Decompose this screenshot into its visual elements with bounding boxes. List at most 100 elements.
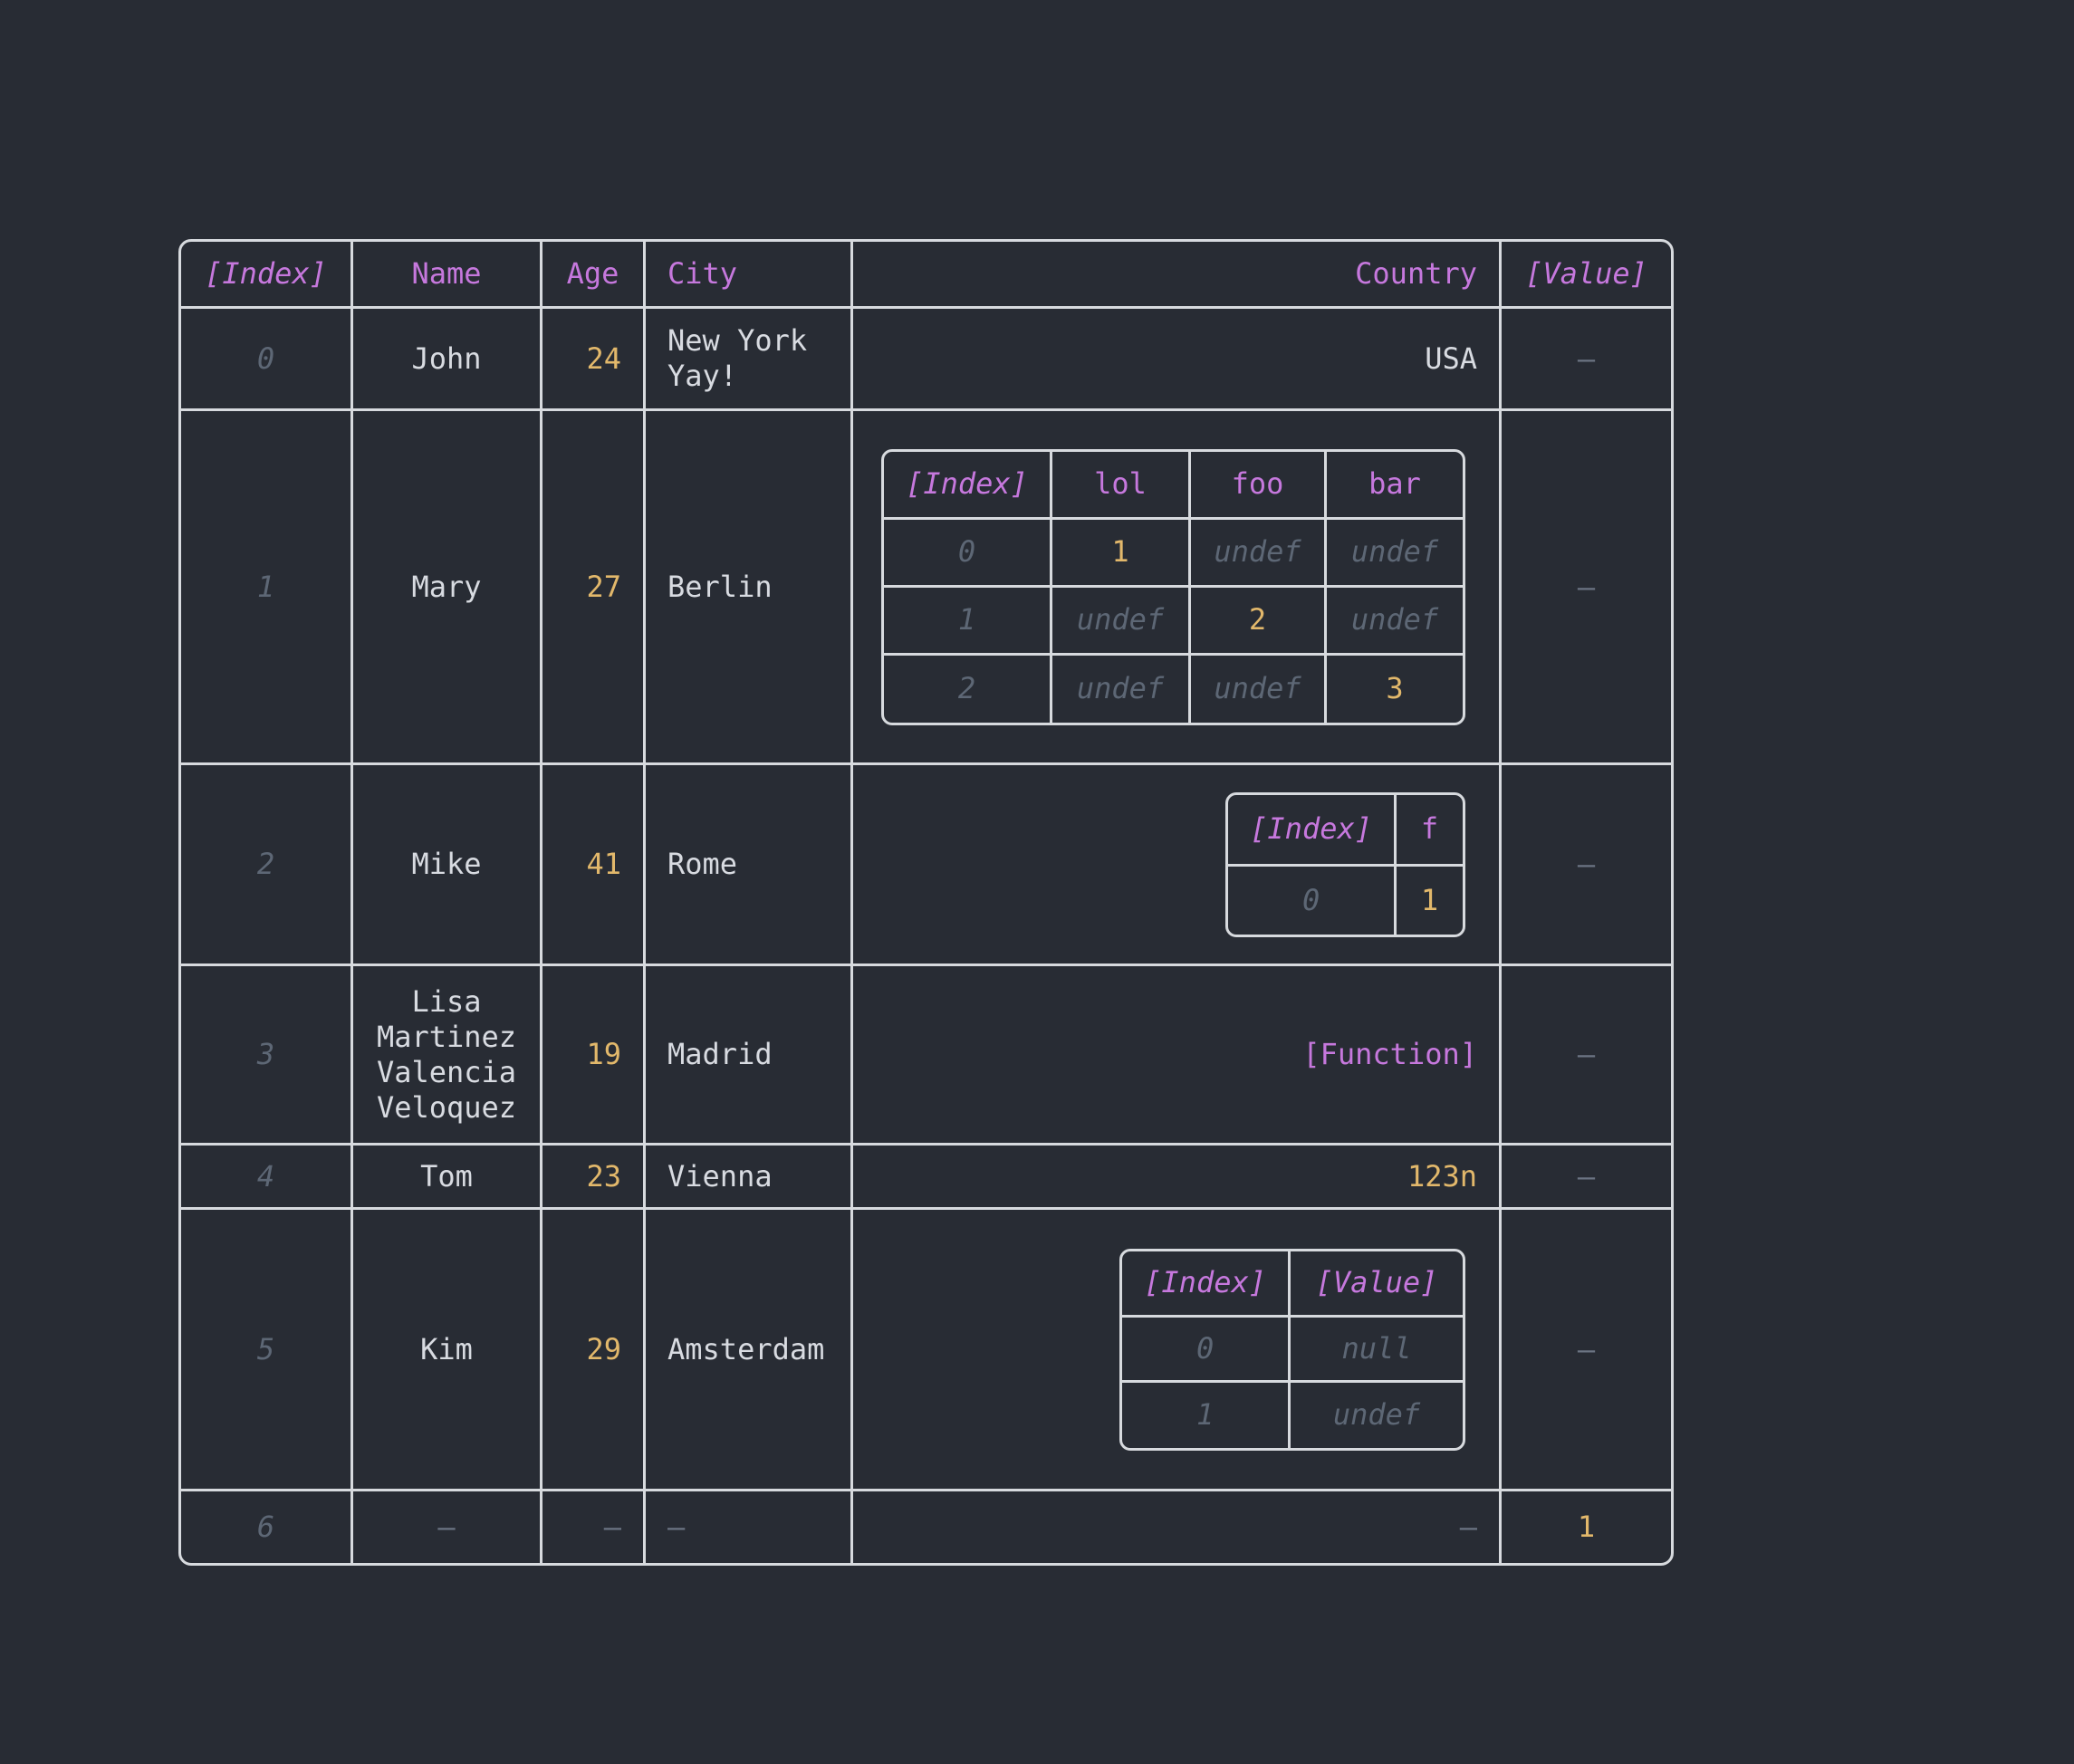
index-cell: 0 — [1228, 866, 1397, 935]
name-line: Martinez — [376, 1019, 517, 1054]
header-index: [Index] — [884, 451, 1052, 520]
country-cell: [Index] [Value] 0 null 1 undef — [853, 1210, 1502, 1491]
value-cell: — — [1502, 1146, 1671, 1210]
header-index: [Index] — [1122, 1251, 1291, 1318]
index-cell: 3 — [181, 966, 353, 1146]
country-cell: USA — [853, 309, 1502, 411]
index-cell: 1 — [181, 411, 353, 765]
foo-cell: undef — [1191, 519, 1327, 588]
nested-table-kim: [Index] [Value] 0 null 1 undef — [1119, 1248, 1465, 1451]
header-lol: lol — [1052, 451, 1191, 520]
index-cell: 0 — [1122, 1317, 1291, 1383]
header-name: Name — [353, 242, 543, 309]
country-cell: [Function] — [853, 966, 1502, 1146]
lol-cell: 1 — [1052, 519, 1191, 588]
bar-cell: undef — [1327, 520, 1463, 588]
table-row: 3 Lisa Martinez Valencia Veloquez 19 Mad… — [181, 966, 1671, 1146]
header-index: [Index] — [1228, 794, 1397, 867]
value-cell: — — [1502, 411, 1671, 765]
name-cell: Kim — [353, 1210, 543, 1491]
table-row: 0 null — [1122, 1317, 1463, 1383]
header-row: [Index] f — [1228, 794, 1463, 867]
name-cell: Lisa Martinez Valencia Veloquez — [353, 966, 543, 1146]
index-cell: 1 — [884, 587, 1052, 656]
index-cell: 5 — [181, 1210, 353, 1491]
city-cell: Rome — [646, 765, 853, 966]
country-cell: [Index] f 0 1 — [853, 765, 1502, 966]
header-row: [Index] lol foo bar — [884, 451, 1463, 520]
header-bar: bar — [1327, 452, 1463, 520]
header-foo: foo — [1191, 451, 1327, 520]
header-value: [Value] — [1502, 242, 1671, 309]
index-cell: 2 — [884, 655, 1052, 723]
header-row: [Index] [Value] — [1122, 1251, 1463, 1318]
lol-cell: undef — [1052, 587, 1191, 656]
name-cell: Mike — [353, 765, 543, 966]
name-line: Veloquez — [376, 1089, 517, 1125]
city-cell: Madrid — [646, 966, 853, 1146]
age-cell: 27 — [543, 411, 646, 765]
city-cell: New York Yay! — [646, 309, 853, 411]
main-table: [Index] Name Age City Country [Value] 0 … — [178, 239, 1674, 1566]
header-city: City — [646, 242, 853, 309]
nested-table-mary: [Index] lol foo bar 0 1 undef undef — [881, 448, 1465, 725]
index-cell: 0 — [181, 309, 353, 411]
city-line: Yay! — [667, 359, 738, 393]
value-cell: null — [1291, 1318, 1463, 1383]
index-cell: 2 — [181, 765, 353, 966]
table-row: 2 undef undef 3 — [884, 655, 1463, 723]
name-cell: Tom — [353, 1146, 543, 1210]
country-cell: [Index] lol foo bar 0 1 undef undef — [853, 411, 1502, 765]
country-cell: — — [853, 1491, 1502, 1563]
value-cell: undef — [1332, 1397, 1421, 1432]
age-cell: 19 — [543, 966, 646, 1146]
header-value: [Value] — [1291, 1251, 1463, 1318]
f-cell: 1 — [1420, 882, 1439, 917]
name-line: Valencia — [376, 1054, 517, 1089]
value-cell: 1 — [1577, 1510, 1596, 1544]
table-row: 0 1 — [1228, 866, 1463, 935]
age-cell: 41 — [543, 765, 646, 966]
value-cell: — — [1502, 765, 1671, 966]
name-cell: John — [353, 309, 543, 411]
header-index: [Index] — [181, 242, 353, 309]
name-cell: Mary — [353, 411, 543, 765]
header-f: f — [1397, 795, 1463, 867]
table-row: 1 Mary 27 Berlin [Index] lol foo — [181, 411, 1671, 765]
country-cell: 123n — [853, 1146, 1502, 1210]
nested-table-mike: [Index] f 0 1 — [1225, 791, 1465, 937]
header-age: Age — [543, 242, 646, 309]
city-cell: Berlin — [646, 411, 853, 765]
lol-cell: undef — [1052, 655, 1191, 723]
age-cell: — — [543, 1491, 646, 1563]
city-cell: Amsterdam — [646, 1210, 853, 1491]
index-cell: 1 — [1122, 1382, 1291, 1448]
table-row: 0 John 24 New York Yay! USA — — [181, 309, 1671, 411]
value-cell: — — [1502, 966, 1671, 1146]
table-row: 0 1 undef undef — [884, 519, 1463, 588]
value-cell: — — [1502, 309, 1671, 411]
bar-cell: 3 — [1386, 671, 1404, 705]
index-cell: 6 — [181, 1491, 353, 1563]
name-line: Lisa — [411, 983, 482, 1019]
age-cell: 24 — [543, 309, 646, 411]
index-cell: 0 — [884, 519, 1052, 588]
table-row: 2 Mike 41 Rome [Index] f — [181, 765, 1671, 966]
age-cell: 29 — [543, 1210, 646, 1491]
value-cell: — — [1502, 1210, 1671, 1491]
table-row: 1 undef — [1122, 1382, 1463, 1448]
city-cell: Vienna — [646, 1146, 853, 1210]
foo-cell: 2 — [1191, 587, 1327, 656]
age-cell: 23 — [543, 1146, 646, 1210]
index-cell: 4 — [181, 1146, 353, 1210]
console-table-output: [Index] Name Age City Country [Value] 0 … — [178, 239, 1674, 1566]
table-row: 5 Kim 29 Amsterdam [Index] [Value] — [181, 1210, 1671, 1491]
table-row: 1 undef 2 undef — [884, 587, 1463, 656]
table-row: 6 — — — — 1 — [181, 1491, 1671, 1563]
table-row: 4 Tom 23 Vienna 123n — — [181, 1146, 1671, 1210]
header-row: [Index] Name Age City Country [Value] — [181, 242, 1671, 309]
foo-cell: undef — [1191, 655, 1327, 723]
city-cell: — — [646, 1491, 853, 1563]
bar-cell: undef — [1327, 588, 1463, 656]
header-country: Country — [853, 242, 1502, 309]
